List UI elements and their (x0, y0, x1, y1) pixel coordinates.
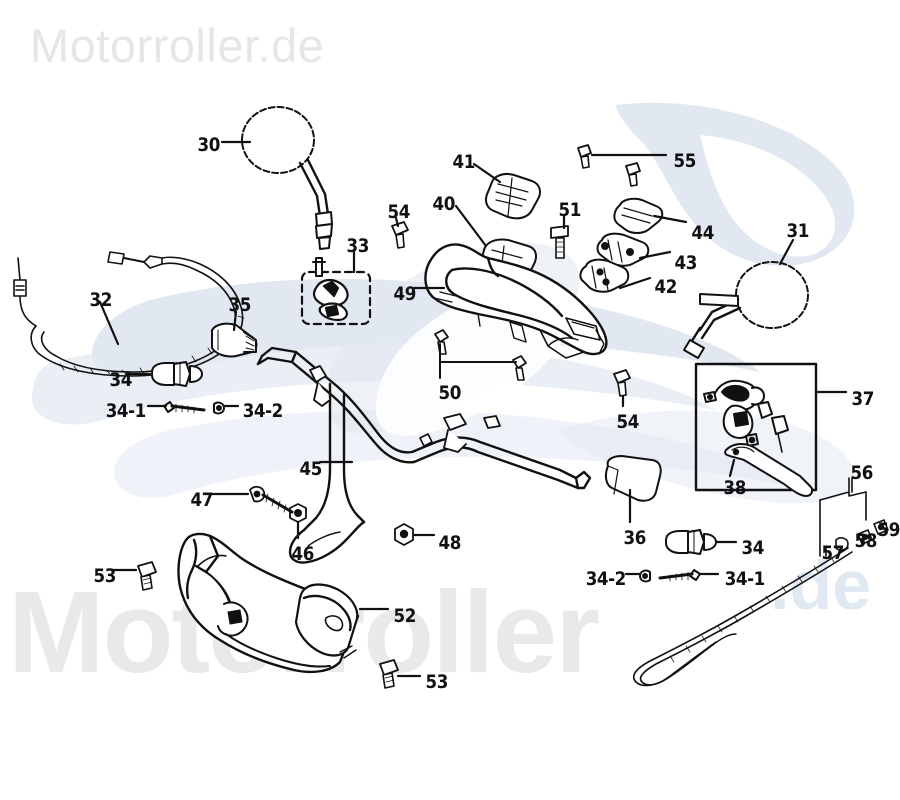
callout-label-handle-grip-left: 35 (228, 294, 252, 316)
callout-label-switch-block-upper: 41 (452, 151, 476, 173)
callout-label-switch-small-3: 42 (654, 276, 678, 298)
leader-42 (618, 276, 652, 290)
callout-label-washer-nut: 48 (438, 532, 462, 554)
part-brake-master-cylinder-boxed (694, 362, 818, 497)
part-bolt (249, 485, 294, 514)
callout-label-screw-short-left: 34-2 (242, 400, 284, 422)
callout-label-screw-51: 51 (558, 199, 582, 221)
callout-label-screw-54-upper: 54 (387, 201, 411, 223)
part-bulb-left (151, 361, 203, 387)
part-handle-grip-left (211, 322, 258, 358)
part-screw-short-left (213, 401, 225, 415)
part-handlebar (256, 346, 592, 564)
callout-label-switch-small-2: 43 (674, 252, 698, 274)
part-switch-small-1 (613, 197, 664, 234)
callout-label-switch-small-1: 44 (691, 222, 715, 244)
part-washer-nut (394, 523, 414, 546)
part-speedometer-cable (632, 477, 889, 687)
callout-label-screw-pair-55: 55 (673, 150, 697, 172)
callout-label-throttle-cable: 32 (89, 289, 113, 311)
leader-40 (454, 204, 488, 248)
leader-50 (439, 343, 517, 379)
leader-38 (728, 458, 736, 478)
callout-label-screw-long-left: 34-1 (105, 400, 147, 422)
callout-label-nut-58: 58 (854, 530, 878, 552)
callout-label-mirror-left: 30 (197, 134, 221, 156)
callout-label-screw-53-lower: 53 (425, 671, 449, 693)
leader-41 (472, 162, 502, 184)
part-nut (289, 503, 307, 523)
part-bulb-right (665, 529, 717, 555)
part-switch-small-2 (596, 232, 650, 267)
part-mirror-left (241, 106, 333, 250)
part-handlebar-cover-lower (177, 532, 360, 674)
part-screw-short-right (639, 569, 651, 583)
leader-54a (394, 216, 400, 228)
callout-label-bolt: 47 (190, 489, 214, 511)
callout-label-screw-short-right: 34-2 (585, 568, 627, 590)
leader-35 (232, 310, 238, 332)
part-screw-53-upper (137, 561, 157, 591)
callout-label-screw-long-right: 34-1 (724, 568, 766, 590)
part-screw-54-upper (391, 221, 409, 249)
callout-label-screw-53-upper: 53 (93, 565, 117, 587)
callout-label-bulb-left: 34 (109, 369, 133, 391)
part-screw-pair-55 (577, 144, 641, 187)
callout-label-brake-master-cylinder-boxed: 37 (851, 388, 875, 410)
callout-label-speedometer-cable: 56 (850, 462, 874, 484)
callout-label-mirror-right: 31 (786, 220, 810, 242)
part-switch-assembly-boxed (300, 257, 372, 326)
callout-label-handle-grip-right: 36 (623, 527, 647, 549)
callout-label-screw-pair-50: 50 (438, 382, 462, 404)
part-mirror-right (683, 261, 809, 359)
callout-label-handlebar: 45 (299, 458, 323, 480)
callout-label-switch-block-lower: 40 (432, 193, 456, 215)
callout-label-nut: 46 (291, 543, 315, 565)
part-screw-53-lower (379, 659, 399, 689)
part-screw-54-lower (613, 369, 631, 397)
part-screw-long-right (658, 569, 701, 582)
part-switch-small-3 (579, 258, 630, 293)
leader-31 (778, 238, 795, 266)
callout-label-brake-lever: 38 (723, 477, 747, 499)
part-handle-grip-right (604, 455, 662, 502)
leader-43 (638, 250, 672, 260)
callout-label-screw-54-lower: 54 (616, 411, 640, 433)
callout-label-handlebar-cover-upper: 49 (393, 283, 417, 305)
callout-label-switch-assembly-boxed: 33 (346, 235, 370, 257)
callout-label-handlebar-cover-lower: 52 (393, 605, 417, 627)
callout-label-bulb-right: 34 (741, 537, 765, 559)
watermark-top: Motorroller.de (30, 19, 325, 72)
callout-label-washer-59: 59 (877, 519, 900, 541)
leader-44 (652, 214, 688, 224)
part-switch-block-upper (485, 172, 541, 220)
leader-32 (98, 300, 120, 346)
part-screw-long-left (163, 401, 206, 414)
part-handlebar-cover-upper (424, 243, 608, 359)
callout-label-cable-end-57: 57 (821, 542, 845, 564)
